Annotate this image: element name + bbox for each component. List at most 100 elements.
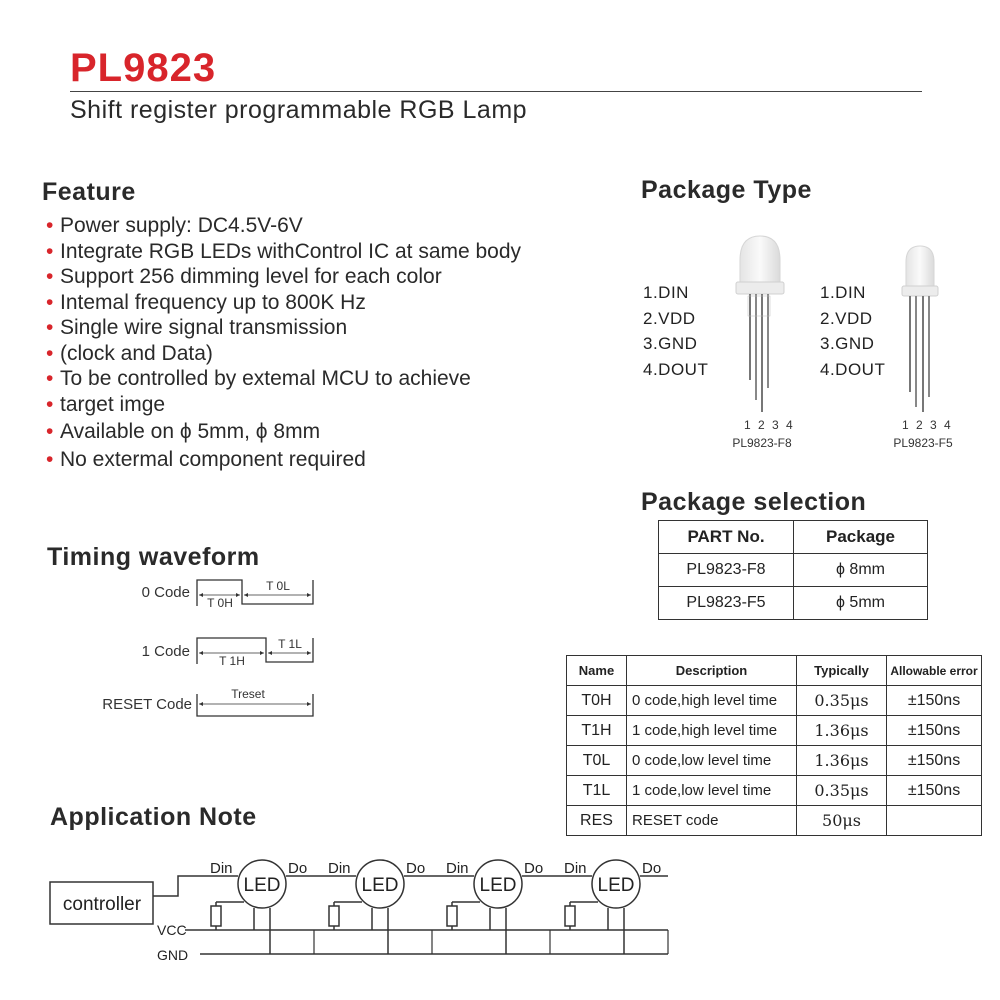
table-cell: PL9823-F8 xyxy=(658,553,794,587)
dout-label: Do xyxy=(524,860,543,877)
led-f5-illustration xyxy=(901,245,939,412)
resistor-symbol xyxy=(328,905,340,927)
table-cell: T0L xyxy=(566,745,627,776)
led-circle xyxy=(473,859,523,909)
din-label: Din xyxy=(210,860,233,877)
t1l-label: T 1L xyxy=(278,637,302,651)
table-cell: ±150ns xyxy=(886,775,982,806)
din-label: Din xyxy=(446,860,469,877)
timing-heading: Timing waveform xyxy=(47,543,260,571)
led-f8-illustration xyxy=(735,235,785,412)
resistor-symbol xyxy=(210,905,222,927)
vcc-label: VCC xyxy=(157,922,187,938)
dout-label: Do xyxy=(288,860,307,877)
table-cell: 0.35μs xyxy=(796,775,887,806)
led-label: LED xyxy=(244,875,281,896)
feature-item: Intemal frequency up to 800K Hz xyxy=(46,290,521,316)
pin-label: 1.DIN xyxy=(820,283,866,302)
table-cell: 0.35μs xyxy=(796,685,887,716)
pin-label: 4.DOUT xyxy=(643,359,709,379)
one-code-waveform: T 1H T 1L xyxy=(196,637,314,668)
f5-caption: PL9823-F5 xyxy=(893,436,953,450)
feature-list: Power supply: DC4.5V-6V Integrate RGB LE… xyxy=(46,213,521,472)
led-circle xyxy=(237,859,287,909)
table-cell: T1L xyxy=(566,775,627,806)
table-cell: 1.36μs xyxy=(796,715,887,746)
pin-label: 1.DIN xyxy=(643,283,689,302)
table-cell xyxy=(886,805,982,836)
treset-label: Treset xyxy=(231,687,265,701)
f5-pin-numbers: 1 2 3 4 xyxy=(902,418,953,432)
t1h-label: T 1H xyxy=(219,654,245,668)
table-cell: 50μs xyxy=(796,805,887,836)
pin-label: 3.GND xyxy=(820,334,875,353)
table-row: T0H 0 code,high level time 0.35μs ±150ns xyxy=(566,685,982,716)
pin-label: 4.DOUT xyxy=(820,359,886,379)
f8-caption: PL9823-F8 xyxy=(732,436,792,450)
feature-item: Support 256 dimming level for each color xyxy=(46,264,521,290)
table-row: T1L 1 code,low level time 0.35μs ±150ns xyxy=(566,775,982,806)
table-cell: RES xyxy=(566,805,627,836)
table-cell: ϕ 8mm xyxy=(793,553,928,587)
zero-code-waveform: T 0H T 0L xyxy=(196,579,314,610)
feature-item: To be controlled by extemal MCU to achie… xyxy=(46,366,521,392)
feature-item-continuation: (clock and Data) xyxy=(46,341,521,367)
table-row: T0L 0 code,low level time 1.36μs ±150ns xyxy=(566,745,982,776)
column-header: Allowable error xyxy=(886,655,982,686)
pin-label: 3.GND xyxy=(643,334,698,353)
pin-label: 2.VDD xyxy=(643,308,696,328)
f8-pin-numbers: 1 2 3 4 xyxy=(744,418,795,432)
table-cell: PL9823-F5 xyxy=(658,586,794,620)
dout-label: Do xyxy=(642,860,661,877)
led-label: LED xyxy=(362,875,399,896)
package-type-heading: Package Type xyxy=(641,176,812,204)
table-cell: ϕ 5mm xyxy=(793,586,928,620)
column-header: Description xyxy=(626,655,797,686)
table-cell: 1.36μs xyxy=(796,745,887,776)
column-header: Package xyxy=(793,520,928,554)
page-title: PL9823 xyxy=(70,46,217,90)
table-row: PL9823-F8 ϕ 8mm xyxy=(658,553,928,587)
t0l-label: T 0L xyxy=(266,579,290,593)
feature-item: No extermal component required xyxy=(46,447,521,473)
controller-label: controller xyxy=(63,894,142,915)
table-cell: 1 code,low level time xyxy=(626,775,797,806)
column-header: PART No. xyxy=(658,520,794,554)
din-label: Din xyxy=(564,860,587,877)
page-subtitle: Shift register programmable RGB Lamp xyxy=(70,96,528,124)
resistor-symbol xyxy=(564,905,576,927)
led-circle xyxy=(591,859,641,909)
table-row: PL9823-F5 ϕ 5mm xyxy=(658,586,928,620)
table-cell: ±150ns xyxy=(886,685,982,716)
led-circle xyxy=(355,859,405,909)
feature-item: Single wire signal transmission xyxy=(46,315,521,341)
column-header: Typically xyxy=(796,655,887,686)
table-header-row: Name Description Typically Allowable err… xyxy=(566,655,982,686)
feature-item: Integrate RGB LEDs withControl IC at sam… xyxy=(46,239,521,265)
zero-code-label: 0 Code xyxy=(141,584,190,601)
application-note-heading: Application Note xyxy=(50,803,257,831)
reset-code-waveform: Treset xyxy=(196,687,314,717)
column-header: Name xyxy=(566,655,627,686)
pin-label: 2.VDD xyxy=(820,308,873,328)
f5-pin-list: 1.DIN 2.VDD 3.GND 4.DOUT xyxy=(820,280,885,382)
led-label: LED xyxy=(480,875,517,896)
table-header-row: PART No. Package xyxy=(658,520,928,554)
table-cell: T1H xyxy=(566,715,627,746)
timing-spec-table: Name Description Typically Allowable err… xyxy=(566,655,982,836)
resistor-symbol xyxy=(446,905,458,927)
table-row: RES RESET code 50μs xyxy=(566,805,982,836)
t0h-label: T 0H xyxy=(207,596,233,610)
package-selection-table: PART No. Package PL9823-F8 ϕ 8mm PL9823-… xyxy=(658,520,928,620)
table-cell: T0H xyxy=(566,685,627,716)
table-cell: 0 code,low level time xyxy=(626,745,797,776)
feature-item: Available on ϕ 5mm, ϕ 8mm xyxy=(46,419,521,445)
reset-code-label: RESET Code xyxy=(102,696,192,713)
din-label: Din xyxy=(328,860,351,877)
f8-pin-list: 1.DIN 2.VDD 3.GND 4.DOUT xyxy=(643,280,708,382)
led-label: LED xyxy=(598,875,635,896)
table-cell: ±150ns xyxy=(886,745,982,776)
table-cell: ±150ns xyxy=(886,715,982,746)
table-cell: 0 code,high level time xyxy=(626,685,797,716)
